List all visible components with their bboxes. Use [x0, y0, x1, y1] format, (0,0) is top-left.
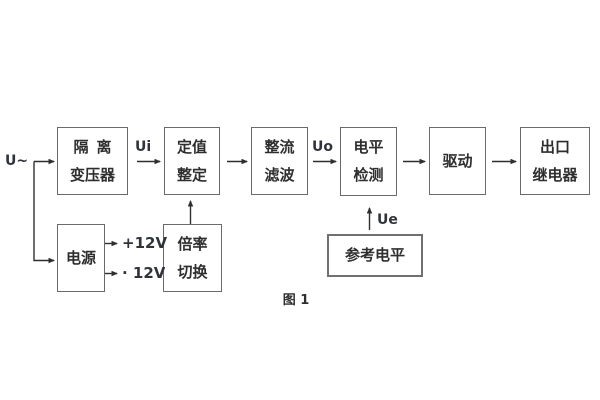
block-setting: 定值 整定	[164, 127, 220, 195]
figure-caption: 图 1	[282, 293, 310, 308]
block-isolation-transformer: 隔离 变压器	[57, 127, 128, 195]
block-setting-line1: 定值	[176, 137, 207, 156]
block-reference-level-label: 参考电平	[344, 246, 405, 264]
block-rectifier-filter-line2: 滤波	[264, 165, 295, 184]
block-ratio-switch-line1: 倍率	[177, 234, 208, 253]
block-reference-level: 参考电平	[327, 234, 423, 277]
block-output-relay: 出口 继电器	[520, 127, 590, 195]
label-ui: Ui	[135, 139, 152, 155]
label-minus12v: · 12V	[122, 264, 166, 282]
label-ue: Ue	[377, 212, 398, 228]
block-driver: 驱动	[429, 127, 486, 195]
block-rectifier-filter-line1: 整流	[264, 137, 295, 156]
block-output-relay-line2: 继电器	[532, 165, 578, 184]
block-level-detection-line1: 电平	[353, 138, 384, 156]
block-ratio-switch-line2: 切换	[177, 262, 208, 281]
label-plus12v: +12V	[122, 234, 168, 252]
block-setting-line2: 整定	[176, 165, 207, 184]
block-isolation-transformer-line2: 变压器	[69, 165, 115, 184]
block-output-relay-line1: 出口	[539, 137, 570, 156]
block-driver-label: 驱动	[442, 151, 473, 170]
arrow-input-to-power	[33, 161, 55, 264]
label-input-voltage: U~	[5, 153, 29, 169]
block-rectifier-filter: 整流 滤波	[251, 127, 308, 195]
block-power-supply: 电源	[57, 224, 105, 292]
block-isolation-transformer-line1: 隔离	[73, 137, 120, 156]
block-power-supply-label: 电源	[65, 248, 96, 267]
block-level-detection-line2: 检测	[353, 166, 384, 184]
label-uo: Uo	[312, 139, 333, 155]
block-ratio-switch: 倍率 切换	[163, 224, 222, 292]
block-level-detection: 电平 检测	[340, 127, 397, 196]
